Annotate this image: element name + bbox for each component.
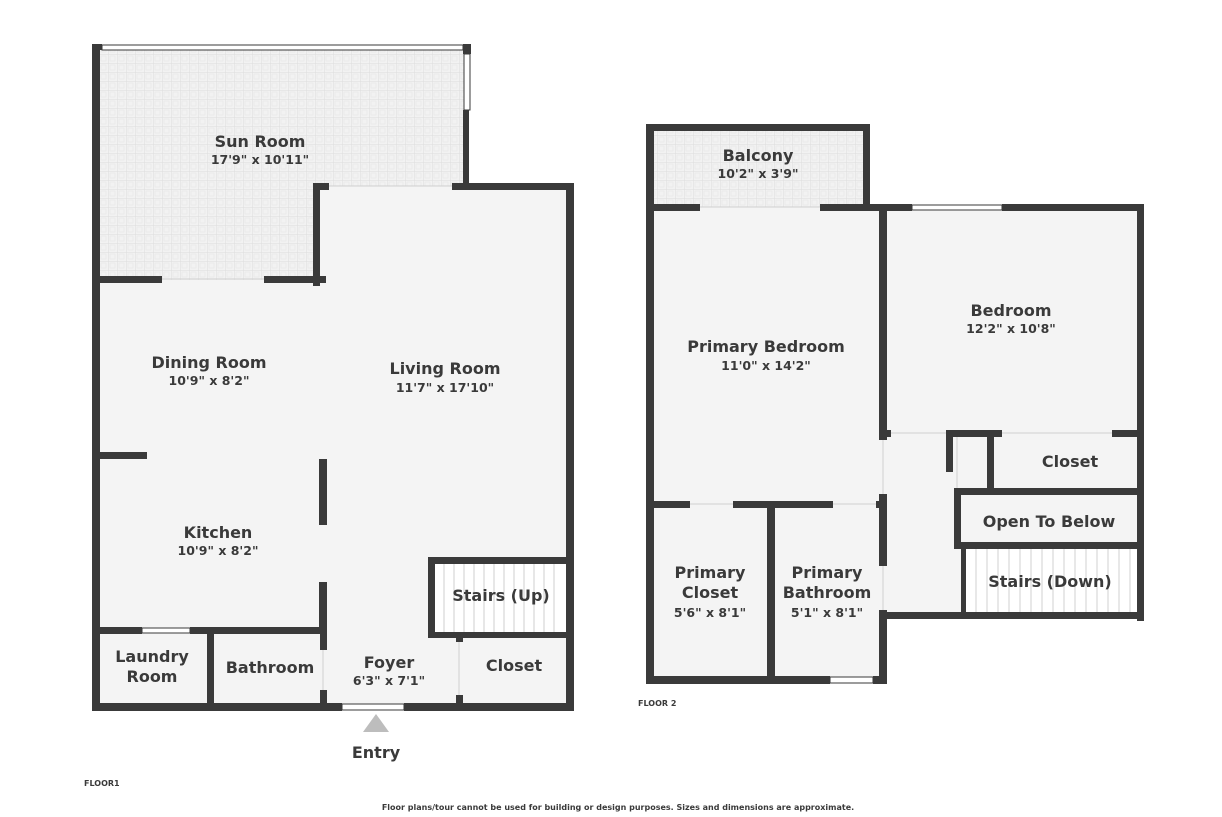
balcony-floor	[650, 128, 867, 208]
laundry-room-label-line1: Laundry	[115, 647, 189, 666]
floor1-walls	[92, 44, 574, 711]
bathroom-label: Bathroom	[226, 658, 315, 677]
floor2-door-openings	[690, 206, 1112, 610]
stairs-down-treads	[966, 549, 1137, 612]
stairs-down-label: Stairs (Down)	[988, 572, 1112, 591]
primary-bedroom-dims: 11'0" x 14'2"	[721, 358, 811, 373]
primary-closet-label-line1: Primary	[675, 563, 746, 582]
sun-room-dims: 17'9" x 10'11"	[211, 152, 309, 167]
primary-bathroom-label-line1: Primary	[792, 563, 863, 582]
floor2-walls	[646, 124, 1144, 684]
primary-bathroom-dims: 5'1" x 8'1"	[791, 605, 863, 620]
floor1-door-openings	[162, 185, 460, 695]
floor-1: Sun Room 17'9" x 10'11" Dining Room 10'9…	[84, 44, 574, 788]
floor1-closet-label: Closet	[486, 656, 543, 675]
floor1-windows	[101, 44, 471, 711]
stairs-up-label: Stairs (Up)	[452, 586, 550, 605]
floor2-right-lower-clear	[885, 618, 1145, 688]
balcony-dims: 10'2" x 3'9"	[718, 166, 799, 181]
kitchen-dims: 10'9" x 8'2"	[178, 543, 259, 558]
disclaimer-text: Floor plans/tour cannot be used for buil…	[382, 803, 854, 812]
laundry-room-label-line2: Room	[127, 667, 178, 686]
entry-arrow-icon	[363, 714, 389, 732]
primary-bedroom-label: Primary Bedroom	[687, 337, 845, 356]
foyer-dims: 6'3" x 7'1"	[353, 673, 425, 688]
floor2-closet-label: Closet	[1042, 452, 1099, 471]
balcony-label: Balcony	[723, 146, 794, 165]
floor2-label: FLOOR 2	[638, 699, 676, 708]
entry-label: Entry	[352, 743, 401, 762]
primary-closet-dims: 5'6" x 8'1"	[674, 605, 746, 620]
kitchen-label: Kitchen	[184, 523, 253, 542]
bedroom-dims: 12'2" x 10'8"	[966, 321, 1056, 336]
primary-bathroom-label-line2: Bathroom	[783, 583, 872, 602]
open-to-below-label: Open To Below	[983, 512, 1116, 531]
floor2-windows	[829, 204, 1003, 684]
primary-closet-label-line2: Closet	[682, 583, 739, 602]
dining-room-dims: 10'9" x 8'2"	[169, 373, 250, 388]
floor1-label: FLOOR1	[84, 779, 120, 788]
living-room-dims: 11'7" x 17'10"	[396, 380, 494, 395]
dining-room-label: Dining Room	[151, 353, 266, 372]
foyer-label: Foyer	[364, 653, 415, 672]
stairs-up-treads	[435, 564, 566, 632]
sun-room-label: Sun Room	[215, 132, 306, 151]
living-room-label: Living Room	[390, 359, 501, 378]
sun-room-floor-patch	[97, 47, 317, 280]
floor-2: Balcony 10'2" x 3'9" Primary Bedroom 11'…	[638, 124, 1145, 708]
bedroom-label: Bedroom	[970, 301, 1051, 320]
